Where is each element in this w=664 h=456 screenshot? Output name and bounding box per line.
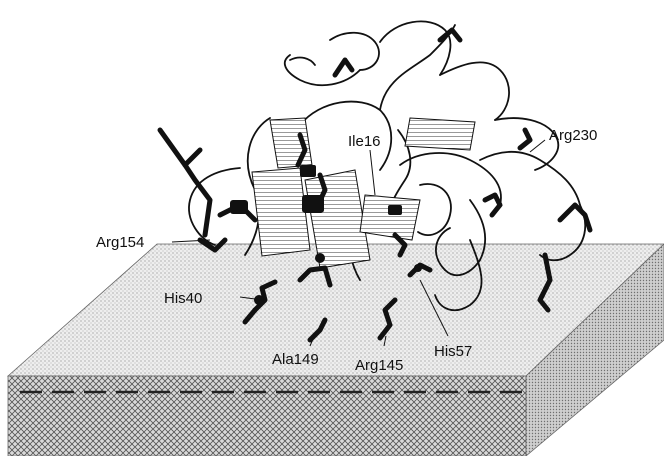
label-his57: His57 <box>434 343 472 360</box>
leader-arg230 <box>530 140 545 152</box>
beta-sheet-left <box>252 168 310 256</box>
beta-sheet-top <box>405 118 475 150</box>
label-his40: His40 <box>164 290 202 307</box>
label-ile16: Ile16 <box>348 133 381 150</box>
label-arg230: Arg230 <box>549 127 597 144</box>
label-ala149: Ala149 <box>272 351 319 368</box>
label-arg145: Arg145 <box>355 357 403 374</box>
leader-ile16 <box>370 150 375 195</box>
beta-sheet-right <box>360 195 420 240</box>
beta-sheet-upper-left <box>270 118 312 168</box>
surface-front-face <box>8 376 526 456</box>
surface-slab <box>8 244 664 456</box>
label-arg154: Arg154 <box>96 234 144 251</box>
